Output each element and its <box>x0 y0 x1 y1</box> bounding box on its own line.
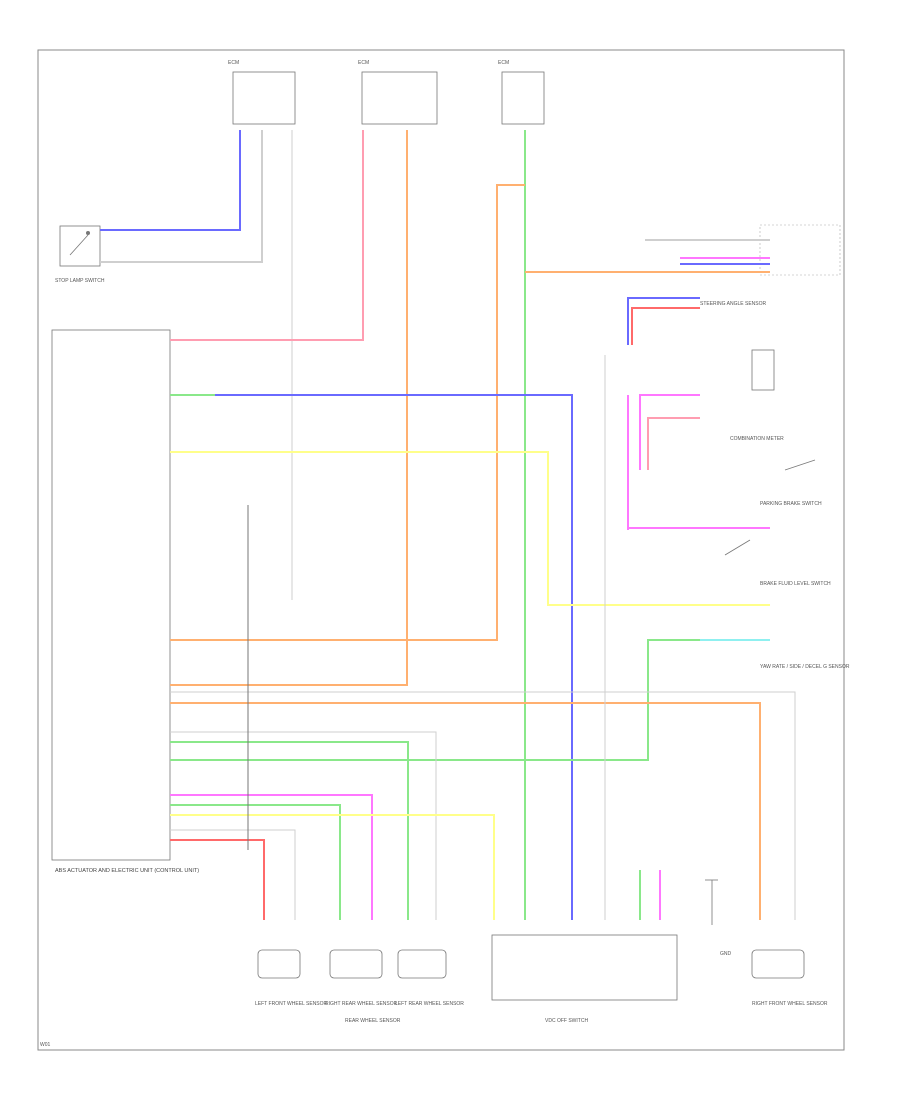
parking-brake-switch-label: PARKING BRAKE SWITCH <box>760 501 822 507</box>
wire-pink-meter <box>647 417 700 470</box>
wire-blue-stoplamp <box>100 130 241 231</box>
yaw-rate-sensor: YAW RATE / SIDE / DECEL G SENSOR <box>760 664 850 670</box>
wire-blue-steering <box>627 297 700 345</box>
stoplamp-switch-label: STOP LAMP SWITCH <box>55 278 105 284</box>
ecm-left-label: ECM <box>228 60 239 66</box>
rear-lh-sensor-label: LEFT REAR WHEEL SENSOR <box>395 1001 464 1007</box>
wires <box>100 130 796 920</box>
steering-angle-sensor-label: STEERING ANGLE SENSOR <box>700 301 767 307</box>
wire-orange-front-rh <box>170 702 761 920</box>
front-rh-sensor: RIGHT FRONT WHEEL SENSOR <box>751 949 828 1007</box>
rear-rh-sensor: RIGHT REAR WHEEL SENSOR <box>325 949 398 1007</box>
front-rh-sensor-label: RIGHT FRONT WHEEL SENSOR <box>752 1001 828 1007</box>
wire-orange-ecm-abs <box>170 130 408 686</box>
rear-lh-sensor: LEFT REAR WHEEL SENSOR <box>395 949 464 1007</box>
wire-gray-rear <box>170 731 437 920</box>
vdc-off-switch-label: VDC OFF SWITCH <box>545 1018 588 1024</box>
abs-actuator-block: ABS ACTUATOR AND ELECTRIC UNIT (CONTROL … <box>51 329 199 874</box>
brake-fluid-level-switch-label: BRAKE FLUID LEVEL SWITCH <box>760 581 831 587</box>
stoplamp-switch: STOP LAMP SWITCH <box>55 225 105 284</box>
vdc-off-switch: VDC OFF SWITCH <box>491 934 678 1024</box>
ecm-mid-label: ECM <box>358 60 369 66</box>
abs-actuator-label: ABS ACTUATOR AND ELECTRIC UNIT (CONTROL … <box>55 868 199 874</box>
ecm-right-label: ECM <box>498 60 509 66</box>
ecm-block-left: ECM <box>228 60 296 125</box>
wire-red-front-lh <box>170 839 265 920</box>
steering-angle-sensor: STEERING ANGLE SENSOR <box>700 224 841 307</box>
diagram-frame <box>37 49 845 1051</box>
ground-label: GND <box>720 951 732 957</box>
wire-gray-front-lh <box>170 829 296 920</box>
combination-meter-label: COMBINATION METER <box>730 436 784 442</box>
brake-fluid-level-switch: BRAKE FLUID LEVEL SWITCH <box>724 539 831 587</box>
wire-yellow-rear <box>170 814 495 920</box>
yaw-rate-sensor-label: YAW RATE / SIDE / DECEL G SENSOR <box>760 664 850 670</box>
wire-green-rear-rh <box>170 804 341 920</box>
wire-gray-front-rh <box>170 691 796 920</box>
wire-pink-ecm-abs <box>170 130 364 341</box>
wire-blue-abs <box>170 394 573 920</box>
wire-yellow-abs <box>170 451 770 606</box>
ecm-block-right: ECM <box>498 60 545 125</box>
wire-magenta-rear <box>170 794 373 920</box>
wire-magenta-meter <box>639 394 700 470</box>
front-lh-sensor-label: LEFT FRONT WHEEL SENSOR <box>255 1001 328 1007</box>
parking-brake-switch: PARKING BRAKE SWITCH <box>760 459 822 507</box>
wire-orange-right <box>170 184 525 641</box>
rear-wheel-sensor-label: REAR WHEEL SENSOR <box>345 1018 401 1024</box>
footer-code: W01 <box>40 1042 51 1048</box>
wire-gray-stoplamp <box>100 130 263 263</box>
front-lh-sensor: LEFT FRONT WHEEL SENSOR <box>255 949 328 1007</box>
ecm-block-mid: ECM <box>358 60 438 125</box>
wire-red-steering <box>631 307 700 345</box>
combination-meter: COMBINATION METER <box>730 349 784 442</box>
rear-rh-sensor-label: RIGHT REAR WHEEL SENSOR <box>325 1001 398 1007</box>
wire-green-rear <box>170 741 409 920</box>
ground-symbol: GND <box>705 879 732 957</box>
